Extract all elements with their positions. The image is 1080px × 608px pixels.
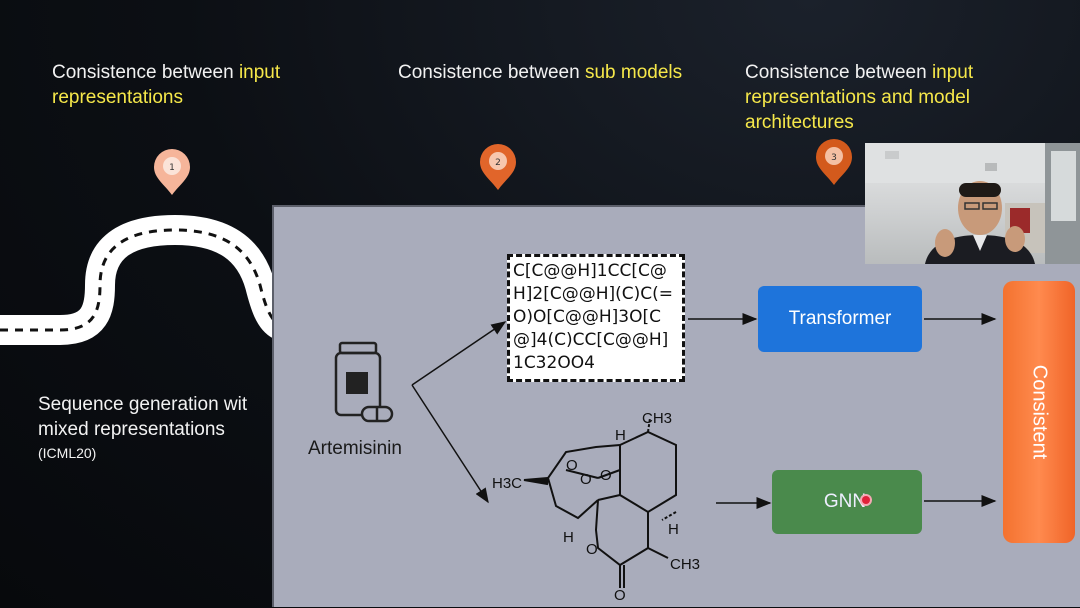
transformer-label: Transformer bbox=[788, 308, 892, 329]
step-1-caption: Sequence generation wit mixed representa… bbox=[38, 392, 278, 464]
laser-pointer-dot bbox=[862, 496, 871, 504]
webcam-scene bbox=[865, 143, 1080, 264]
step-2-prefix: Consistence between bbox=[398, 62, 585, 83]
consistent-label: Consistent bbox=[1028, 364, 1051, 460]
step-3-pin-number: 3 bbox=[831, 153, 837, 163]
label-h3c-left: H3C bbox=[492, 475, 522, 492]
step-2-pin-number: 2 bbox=[495, 158, 501, 168]
arrow-to-smiles bbox=[411, 321, 507, 386]
arrow-to-graph bbox=[411, 384, 489, 504]
step-3-prefix: Consistence between bbox=[745, 62, 932, 83]
step-1-pin-icon: 1 bbox=[152, 148, 192, 196]
label-h-left: H bbox=[563, 529, 574, 546]
artemisinin-structure bbox=[523, 417, 677, 588]
label-h-top: H bbox=[615, 427, 626, 444]
step-2-heading: Consistence between sub models bbox=[398, 60, 698, 85]
label-o3: O bbox=[600, 467, 612, 484]
speaker-webcam bbox=[865, 143, 1080, 264]
caption-venue: (ICML20) bbox=[38, 445, 97, 461]
step-2-pin-icon: 2 bbox=[478, 143, 518, 191]
step-3-heading: Consistence between input representation… bbox=[745, 60, 1065, 135]
step-1-prefix: Consistence between bbox=[52, 62, 239, 83]
step-1-heading: Consistence between input representation… bbox=[52, 60, 352, 110]
label-o1: O bbox=[566, 457, 578, 474]
label-h-right: H bbox=[668, 521, 679, 538]
step-3-pin-icon: 3 bbox=[814, 138, 854, 186]
caption-line-1: Sequence generation wit bbox=[38, 394, 248, 415]
road-graphic bbox=[0, 214, 280, 345]
label-o2: O bbox=[580, 471, 592, 488]
smiles-box: C[C@@H]1CC[C@H]2[C@@H](C)C(=O)O[C@@H]3O[… bbox=[507, 254, 685, 382]
step-1-highlight: input representations bbox=[52, 62, 281, 108]
label-o-carbonyl: O bbox=[614, 587, 626, 604]
consistent-box: Consistent bbox=[1003, 281, 1075, 543]
transformer-box: Transformer bbox=[758, 286, 922, 352]
gnn-box: GNN bbox=[772, 470, 922, 534]
label-o-ring: O bbox=[586, 541, 598, 558]
molecule-name: Artemisinin bbox=[308, 438, 402, 459]
step-2-highlight: sub models bbox=[584, 62, 683, 83]
label-ch3-top: CH3 bbox=[642, 410, 672, 427]
step-3-highlight: input representations and model architec… bbox=[745, 62, 974, 133]
step-1-pin-number: 1 bbox=[169, 163, 175, 173]
medicine-bottle-icon bbox=[334, 341, 394, 423]
gnn-label: GNN bbox=[823, 491, 867, 512]
label-ch3-bottom: CH3 bbox=[670, 556, 700, 573]
caption-line-2: mixed representations bbox=[38, 419, 225, 440]
